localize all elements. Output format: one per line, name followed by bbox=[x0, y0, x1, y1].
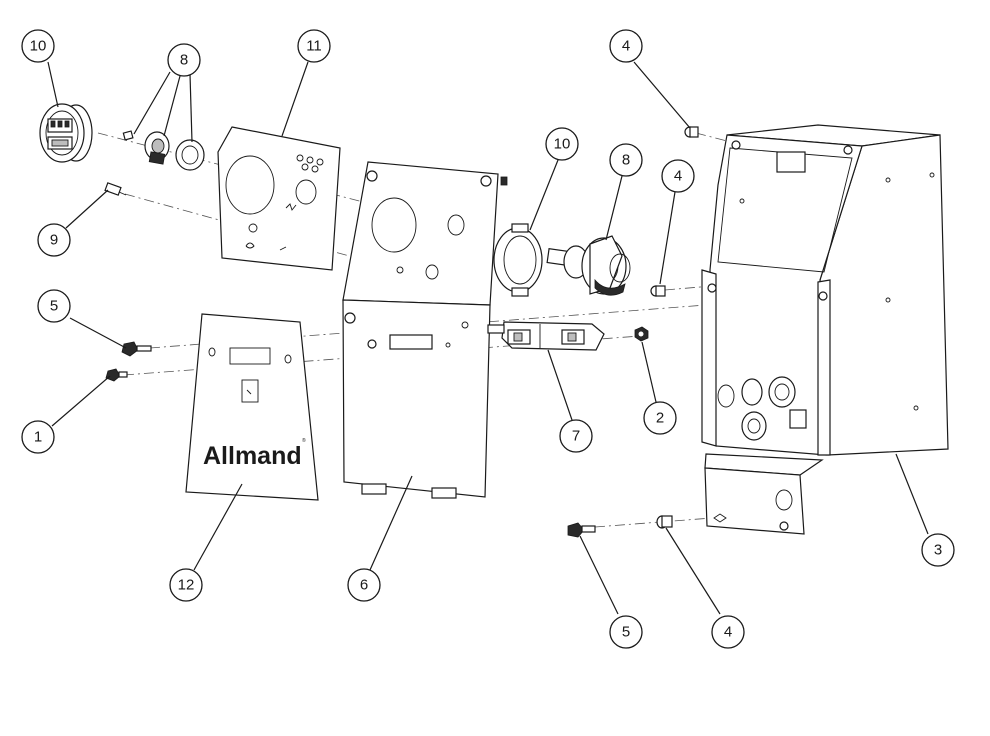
svg-text:1: 1 bbox=[34, 429, 42, 446]
svg-text:5: 5 bbox=[622, 624, 630, 641]
callout-1: 1 bbox=[21, 420, 55, 454]
callout-7: 7 bbox=[559, 419, 593, 453]
hour-meter-front bbox=[39, 103, 93, 163]
screw-left-5 bbox=[121, 341, 152, 357]
svg-text:4: 4 bbox=[674, 168, 682, 185]
svg-text:9: 9 bbox=[50, 232, 58, 249]
control-panel bbox=[342, 161, 508, 499]
spacer-bottom bbox=[656, 515, 673, 529]
rotary-switch bbox=[546, 235, 631, 296]
callout-4-mid: 4 bbox=[661, 159, 695, 193]
leader-lines bbox=[47, 61, 929, 615]
svg-text:4: 4 bbox=[622, 38, 630, 55]
callout-6: 6 bbox=[347, 568, 381, 602]
svg-text:10: 10 bbox=[554, 136, 571, 153]
switch-assembly-left bbox=[122, 130, 205, 171]
svg-text:4: 4 bbox=[724, 624, 732, 641]
callout-5-left: 5 bbox=[37, 289, 71, 323]
svg-text:7: 7 bbox=[572, 428, 580, 445]
callout-10-left: 10 bbox=[21, 29, 55, 63]
circuit-breaker bbox=[487, 321, 605, 351]
svg-text:10: 10 bbox=[30, 38, 47, 55]
callout-8-right: 8 bbox=[609, 143, 643, 177]
brand-logo: Allmand bbox=[203, 442, 302, 470]
callout-12: 12 bbox=[169, 568, 203, 602]
callout-4-bottom: 4 bbox=[711, 615, 745, 649]
callout-11: 11 bbox=[297, 29, 331, 63]
callout-5-bottom: 5 bbox=[609, 615, 643, 649]
screw-bottom-5 bbox=[567, 522, 596, 538]
callout-8-left: 8 bbox=[167, 43, 201, 77]
enclosure-box bbox=[701, 124, 949, 535]
svg-text:8: 8 bbox=[180, 52, 188, 69]
svg-text:6: 6 bbox=[360, 577, 368, 594]
gasket-plate bbox=[217, 126, 341, 271]
screw-left-1 bbox=[105, 368, 128, 382]
callout-3: 3 bbox=[921, 533, 955, 567]
callout-2: 2 bbox=[643, 401, 677, 435]
retaining-ring bbox=[493, 223, 543, 297]
spacer-top bbox=[684, 126, 699, 138]
callout-4-top: 4 bbox=[609, 29, 643, 63]
svg-text:3: 3 bbox=[934, 542, 942, 559]
brand-registered-mark: ® bbox=[302, 437, 306, 444]
svg-text:11: 11 bbox=[306, 38, 322, 55]
stud-fastener bbox=[104, 182, 127, 196]
front-decal: Allmand ® bbox=[185, 313, 319, 501]
svg-text:8: 8 bbox=[622, 152, 630, 169]
callout-9: 9 bbox=[37, 223, 71, 257]
svg-text:5: 5 bbox=[50, 298, 58, 315]
svg-text:12: 12 bbox=[178, 577, 195, 594]
callout-10-right: 10 bbox=[545, 127, 579, 161]
hex-nut bbox=[634, 326, 649, 342]
spacer-mid bbox=[650, 285, 666, 297]
svg-text:2: 2 bbox=[656, 410, 664, 427]
